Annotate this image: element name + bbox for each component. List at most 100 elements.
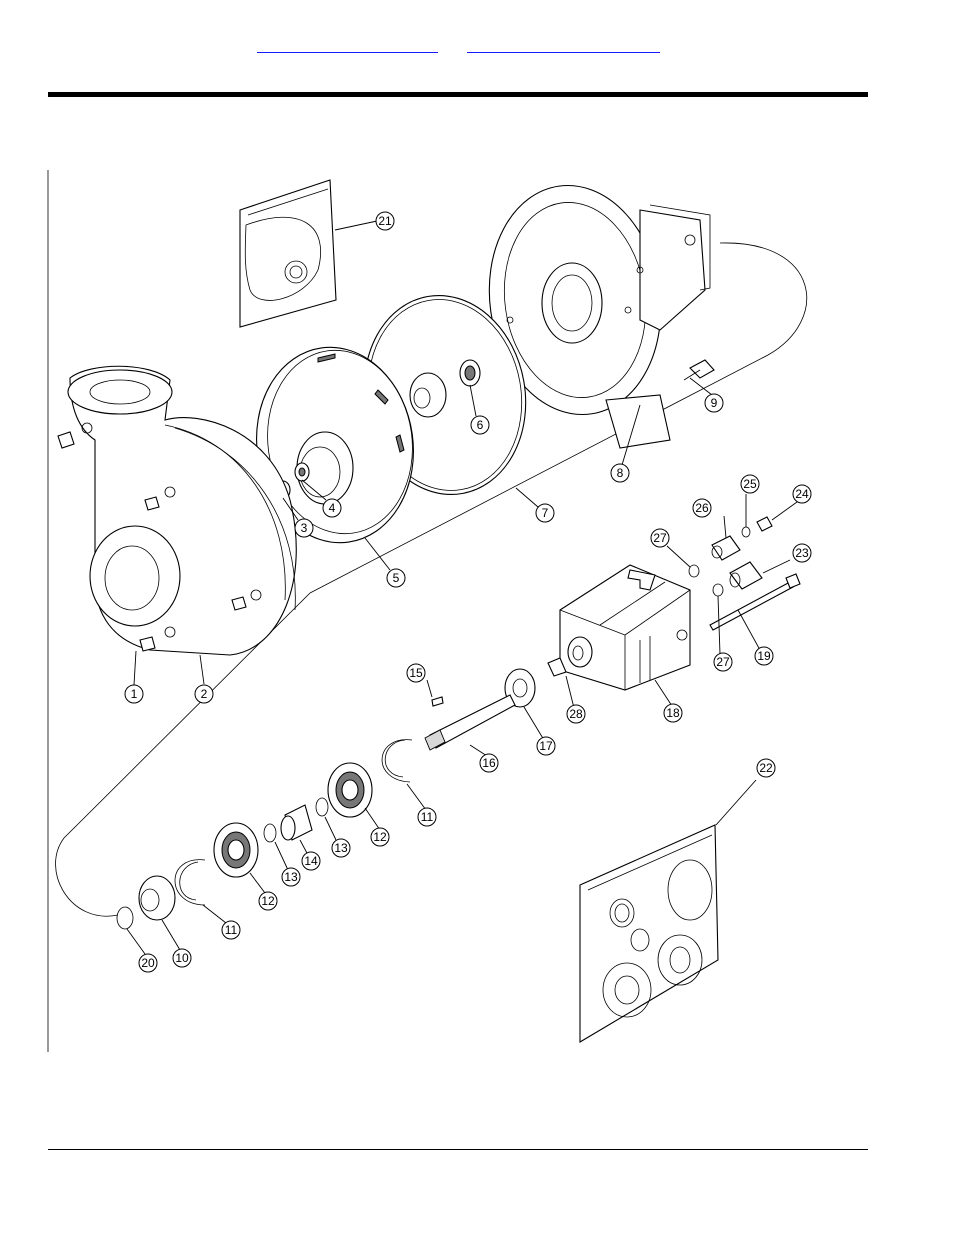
callout-number: 22 <box>759 761 773 775</box>
callout-number: 24 <box>795 487 809 501</box>
callout-circle <box>740 474 760 494</box>
callout-circle <box>194 684 214 704</box>
callout-circle <box>375 211 395 231</box>
callout-circle <box>301 851 321 871</box>
part-2-volute-casing <box>67 365 297 656</box>
callout-number: 13 <box>284 870 298 884</box>
callout-number: 7 <box>542 506 549 520</box>
part-12-bearing-lower <box>213 822 259 878</box>
callout-circle <box>331 838 351 858</box>
callout-27: 27 <box>650 528 670 548</box>
callout-28: 28 <box>566 704 586 724</box>
callout-22: 22 <box>756 758 776 778</box>
part-25-o-ring <box>741 526 751 538</box>
callout-12: 12 <box>258 891 278 911</box>
part-1-bolts <box>57 422 262 652</box>
callout-6: 6 <box>470 415 490 435</box>
callout-circle <box>370 827 390 847</box>
part-19-long-bolt <box>709 573 801 631</box>
callout-circle <box>417 807 437 827</box>
callout-number: 25 <box>743 477 757 491</box>
part-22-bag <box>579 824 719 1043</box>
part-10-washer <box>138 875 176 921</box>
callout-circle <box>650 528 670 548</box>
callout-23: 23 <box>792 543 812 563</box>
callout-5: 5 <box>386 568 406 588</box>
callout-circle <box>322 498 342 518</box>
part-20-ring <box>116 906 134 930</box>
callout-circle <box>663 703 683 723</box>
assembly-centerline <box>55 242 807 917</box>
callout-circle <box>124 684 144 704</box>
callout-9: 9 <box>704 393 724 413</box>
callout-number: 28 <box>569 707 583 721</box>
callout-number: 14 <box>304 854 318 868</box>
callout-21: 21 <box>375 211 395 231</box>
callout-circle <box>281 867 301 887</box>
callout-circle <box>138 953 158 973</box>
part-14-spacer <box>280 804 313 841</box>
top-rule <box>48 92 868 97</box>
callout-circle <box>792 543 812 563</box>
callout-4: 4 <box>322 498 342 518</box>
callout-number: 5 <box>393 571 400 585</box>
callout-number: 3 <box>301 521 308 535</box>
callout-circle <box>756 758 776 778</box>
part-16-shaft <box>424 694 516 751</box>
callout-number: 10 <box>175 951 189 965</box>
callout-circle <box>294 518 314 538</box>
part-8-adapter-housing <box>488 184 711 449</box>
callout-number: 20 <box>141 956 155 970</box>
header-link-2[interactable] <box>467 40 660 53</box>
callout-circle <box>172 948 192 968</box>
callout-20: 20 <box>138 953 158 973</box>
callout-circle <box>470 415 490 435</box>
part-24-plug <box>756 516 773 532</box>
callout-circle <box>221 920 241 940</box>
callout-8: 8 <box>610 463 630 483</box>
callout-number: 8 <box>617 466 624 480</box>
callout-circle <box>386 568 406 588</box>
callout-circle <box>692 498 712 518</box>
callout-circle <box>610 463 630 483</box>
part-28-coupler <box>547 657 567 677</box>
callout-number: 12 <box>261 894 275 908</box>
callout-number: 13 <box>334 841 348 855</box>
header-link-1[interactable] <box>257 40 438 53</box>
part-13-ring-lower <box>263 823 277 843</box>
callout-number: 19 <box>757 649 771 663</box>
callout-number: 6 <box>477 418 484 432</box>
part-5-impeller <box>256 346 414 544</box>
part-27-o-rings <box>688 564 724 597</box>
callout-number: 23 <box>795 546 809 560</box>
callout-circle <box>535 503 555 523</box>
callout-number: 17 <box>539 739 553 753</box>
callout-number: 11 <box>225 923 238 937</box>
callout-circle <box>536 736 556 756</box>
part-6-seal <box>409 359 481 418</box>
callout-24: 24 <box>792 484 812 504</box>
callout-circle <box>754 646 774 666</box>
callout-number: 11 <box>421 810 434 824</box>
callout-1: 1 <box>124 684 144 704</box>
callout-circle <box>713 652 733 672</box>
callout-number: 27 <box>716 655 730 669</box>
callout-number: 4 <box>329 501 336 515</box>
part-18-hydraulic-motor <box>559 564 691 691</box>
callout-12: 12 <box>370 827 390 847</box>
bottom-rule <box>48 1149 868 1150</box>
callout-circle <box>792 484 812 504</box>
part-11-snap-ring-upper <box>381 739 413 783</box>
callout-number: 15 <box>409 666 423 680</box>
part-9-bolt <box>683 359 715 381</box>
callout-2: 2 <box>194 684 214 704</box>
part-4-washer <box>294 462 310 482</box>
callout-circle <box>566 704 586 724</box>
callout-number: 16 <box>482 756 496 770</box>
callout-circle <box>258 891 278 911</box>
callout-27: 27 <box>713 652 733 672</box>
callout-number: 18 <box>666 706 680 720</box>
callout-leaders <box>126 220 798 955</box>
callout-14: 14 <box>301 851 321 871</box>
